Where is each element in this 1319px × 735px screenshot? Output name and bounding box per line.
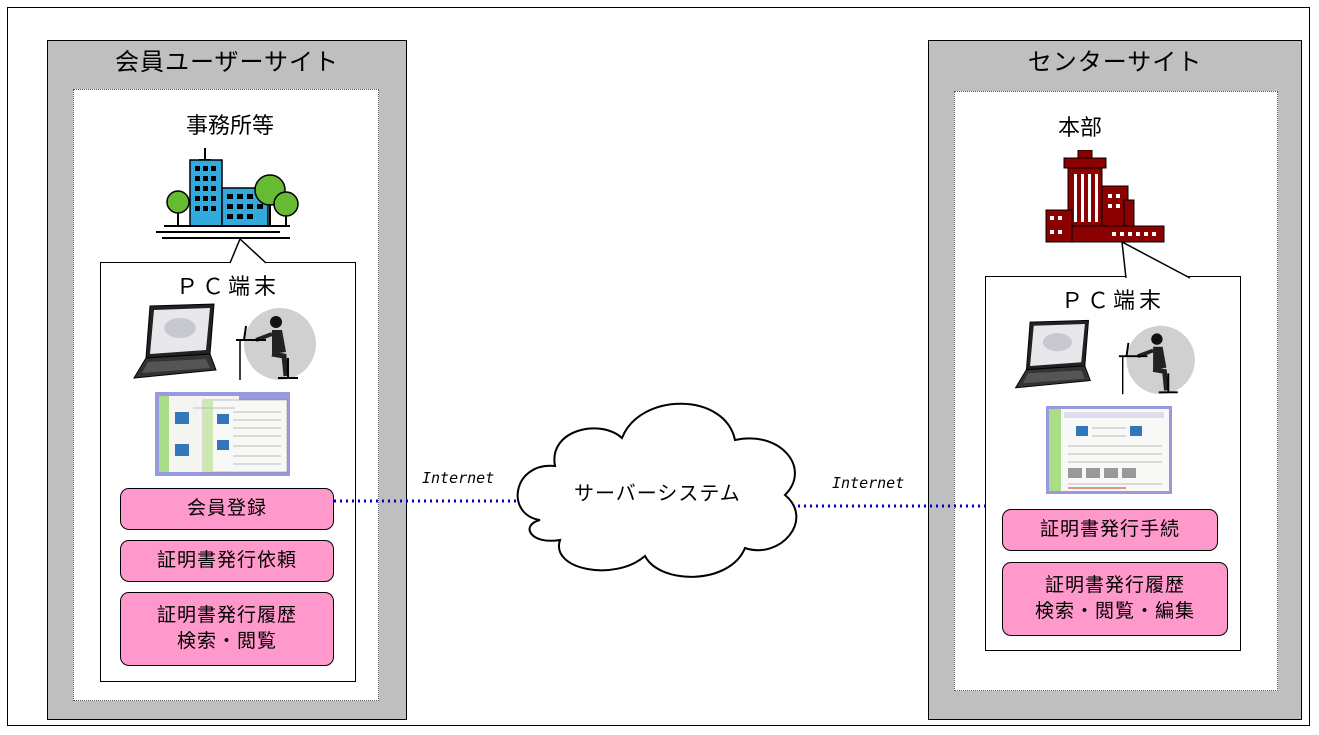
cloud-icon [516, 402, 798, 578]
web-app-screenshot-icon [1046, 406, 1172, 494]
right-internet-label: Internet [832, 474, 905, 492]
member-registration-button[interactable]: 会員登録 [120, 488, 334, 530]
member-certificate-history-button[interactable]: 証明書発行履歴 検索・閲覧 [120, 592, 334, 666]
center-callout-pointer [1121, 240, 1191, 279]
certificate-issue-procedure-button[interactable]: 証明書発行手続 [1002, 509, 1218, 551]
person-at-desk-icon [1118, 325, 1195, 395]
headquarters-tower-icon [1045, 150, 1165, 243]
certificate-request-button[interactable]: 証明書発行依頼 [120, 540, 334, 582]
left-internet-label: Internet [422, 469, 495, 487]
center-pc-title: ＰＣ端末 [1060, 289, 1165, 314]
center-certificate-history-button[interactable]: 証明書発行履歴 検索・閲覧・編集 [1002, 562, 1228, 636]
server-system-label: サーバーシステム [574, 481, 741, 505]
web-app-screenshot-icon [155, 392, 290, 476]
laptop-icon [1014, 319, 1091, 389]
member-pc-title: ＰＣ端末 [175, 275, 280, 300]
member-callout-pointer [229, 237, 267, 264]
diagram-frame [7, 7, 1310, 726]
office-building-with-trees-icon [156, 148, 299, 239]
member-location-label: 事務所等 [185, 114, 274, 139]
member-site-title: 会員ユーザーサイト [114, 47, 340, 76]
center-site-title: センターサイト [1027, 47, 1203, 76]
person-at-desk-icon [236, 308, 316, 380]
center-location-label: 本部 [1057, 116, 1102, 141]
laptop-icon [133, 303, 217, 379]
